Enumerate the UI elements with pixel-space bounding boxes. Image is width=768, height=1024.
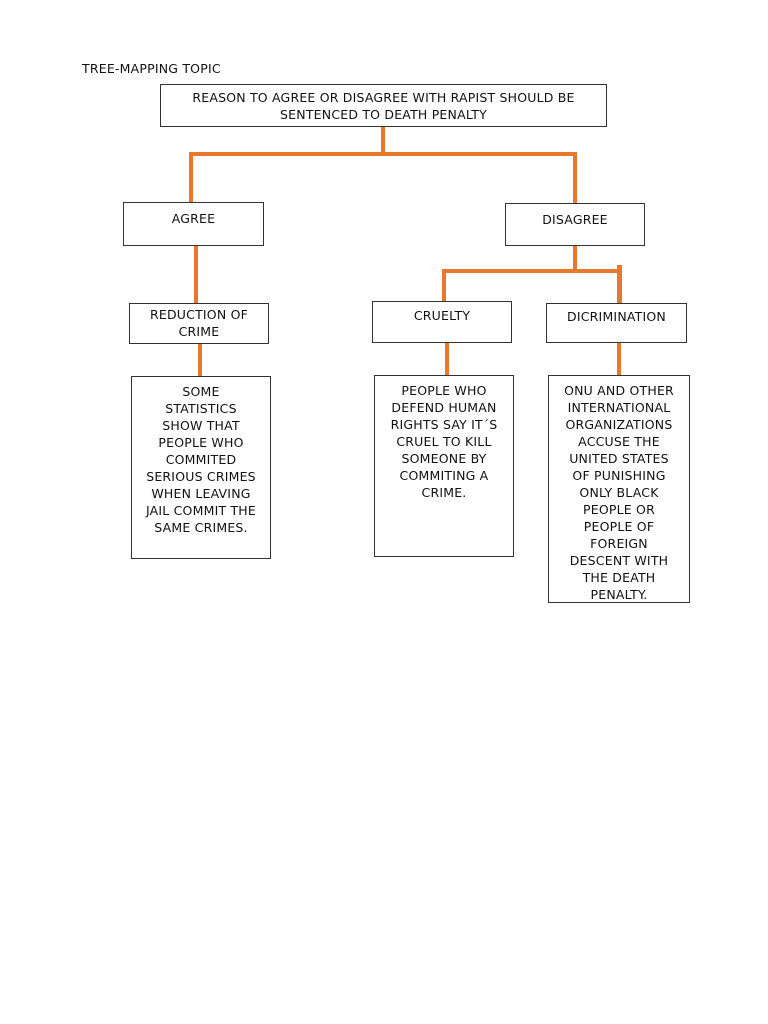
- node-reduction-of-crime: REDUCTION OF CRIME: [129, 303, 269, 344]
- connector-cruelty-to-detail: [445, 342, 449, 376]
- node-discrimination-detail: ONU AND OTHER INTERNATIONAL ORGANIZATION…: [548, 375, 690, 603]
- connector-disagree-drop: [573, 245, 577, 273]
- connector-level1-horizontal-bar: [189, 152, 577, 156]
- node-cruelty: CRUELTY: [372, 301, 512, 343]
- connector-reduction-to-detail: [198, 342, 202, 377]
- connector-drop-to-discrimination: [617, 265, 622, 304]
- connector-drop-to-cruelty: [442, 269, 446, 302]
- node-cruelty-detail: PEOPLE WHO DEFEND HUMAN RIGHTS SAY IT´S …: [374, 375, 514, 557]
- connector-level2-horizontal-bar: [442, 269, 622, 273]
- node-reduction-detail: SOME STATISTICS SHOW THAT PEOPLE WHO COM…: [131, 376, 271, 559]
- connector-drop-to-agree: [189, 152, 193, 203]
- connector-discrimination-to-detail: [617, 342, 621, 376]
- page-title: TREE-MAPPING TOPIC: [82, 61, 221, 76]
- connector-root-drop: [381, 127, 385, 156]
- node-disagree: DISAGREE: [505, 203, 645, 246]
- node-agree: AGREE: [123, 202, 264, 246]
- node-discrimination: DICRIMINATION: [546, 303, 687, 343]
- node-root: REASON TO AGREE OR DISAGREE WITH RAPIST …: [160, 84, 607, 127]
- connector-agree-to-reduction: [194, 245, 198, 304]
- connector-drop-to-disagree: [573, 152, 577, 204]
